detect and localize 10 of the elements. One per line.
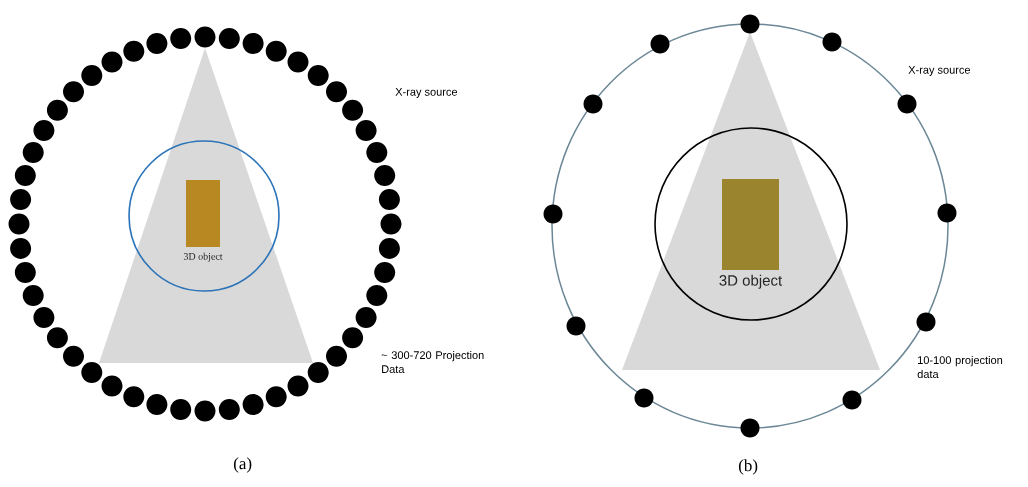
node-label: 3D object	[183, 252, 223, 262]
panel-label: (b)	[738, 459, 758, 475]
projection-count-label: ~ 300-720 Projection Data	[381, 350, 484, 374]
x-ray-source-label: X-ray source	[908, 66, 971, 76]
projection-count-label: 10-100 projection data	[917, 355, 1003, 379]
object-box: 3D object	[183, 180, 223, 262]
panel-label: (a)	[233, 457, 252, 473]
node-label: 3D object	[719, 274, 783, 289]
x-ray-source-label: X-ray source	[395, 88, 458, 98]
object-box: 3D object	[719, 179, 783, 289]
